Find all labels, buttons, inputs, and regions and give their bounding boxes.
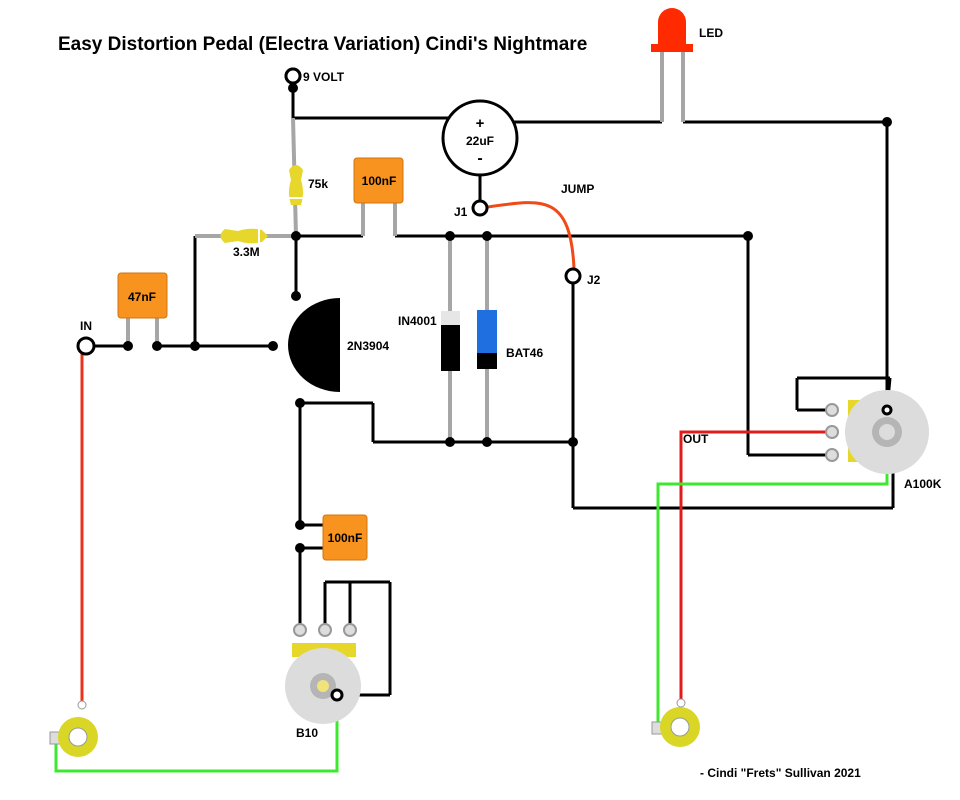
resistor-3m3 — [195, 228, 296, 244]
electrolytic-capacitor — [441, 99, 519, 200]
gain-pot — [285, 623, 361, 724]
diode1-label: IN4001 — [398, 314, 437, 328]
input-jack — [49, 700, 98, 757]
cap-plus-label: + — [476, 115, 485, 132]
output-wire — [679, 430, 832, 703]
diode-bat46 — [477, 236, 497, 442]
transistor-2n3904 — [288, 298, 340, 392]
diode2-label: BAT46 — [506, 346, 543, 360]
j1-terminal — [471, 199, 489, 217]
credit-text: - Cindi "Frets" Sullivan 2021 — [700, 766, 861, 780]
cap-top-label: 100nF — [362, 174, 397, 188]
nine-volt-label: 9 VOLT — [303, 70, 345, 84]
led-label: LED — [699, 26, 723, 40]
j2-terminal — [564, 267, 582, 285]
capacitor-100nf-top — [353, 157, 404, 236]
in-label: IN — [80, 319, 92, 333]
pot-gain-label: B10 — [296, 726, 318, 740]
r3m3-label: 3.3M — [233, 245, 260, 259]
jumper-wire — [479, 201, 576, 269]
cap-bottom-label: 100nF — [328, 531, 363, 545]
resistor-75k — [289, 117, 303, 237]
capacitor-47nf — [117, 272, 168, 346]
ground-wire-input — [54, 695, 339, 773]
diode-in4001 — [441, 236, 460, 442]
volume-pot — [825, 390, 929, 474]
cap-minus-label: - — [477, 150, 482, 167]
j2-label: J2 — [587, 273, 601, 287]
diagram-title: Easy Distortion Pedal (Electra Variation… — [58, 34, 587, 55]
out-label: OUT — [683, 432, 709, 446]
capacitor-100nf-bottom — [322, 514, 368, 561]
input-terminal — [76, 336, 96, 356]
output-jack — [651, 698, 700, 747]
j1-label: J1 — [454, 205, 468, 219]
transistor-label: 2N3904 — [347, 339, 389, 353]
pot-volume-label: A100K — [904, 477, 942, 491]
led — [651, 8, 693, 122]
cap-in-label: 47nF — [128, 290, 156, 304]
junction-dots — [123, 83, 892, 553]
r75k-label: 75k — [308, 177, 328, 191]
jump-label: JUMP — [561, 182, 594, 196]
cap-value-label: 22uF — [466, 134, 494, 148]
